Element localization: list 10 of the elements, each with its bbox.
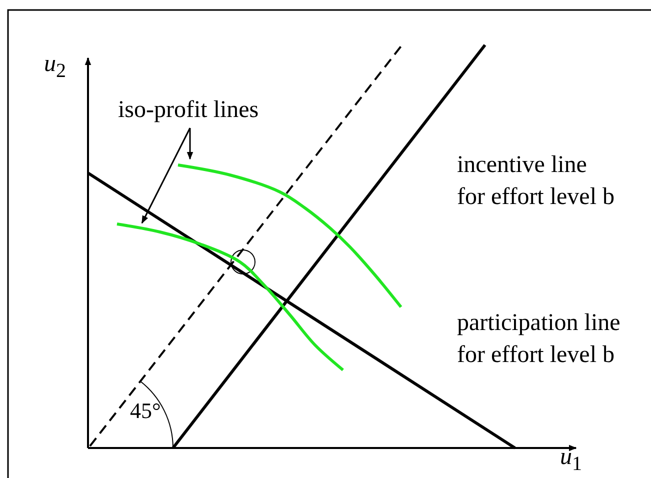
curve-label: participation line for effort level b [457, 309, 622, 370]
angle-label: 45° [130, 397, 161, 425]
iso-profit-curve [178, 164, 402, 308]
iso-profit-curve [116, 222, 344, 372]
curve-label: incentive line for effort level b [457, 151, 616, 212]
axis-label: u$_{1}$ [560, 443, 582, 477]
callout-text: iso-profit lines [118, 94, 259, 126]
axis-label: u$_{2}$ [44, 50, 66, 84]
leader-line [141, 128, 191, 224]
leader-line [186, 128, 194, 160]
